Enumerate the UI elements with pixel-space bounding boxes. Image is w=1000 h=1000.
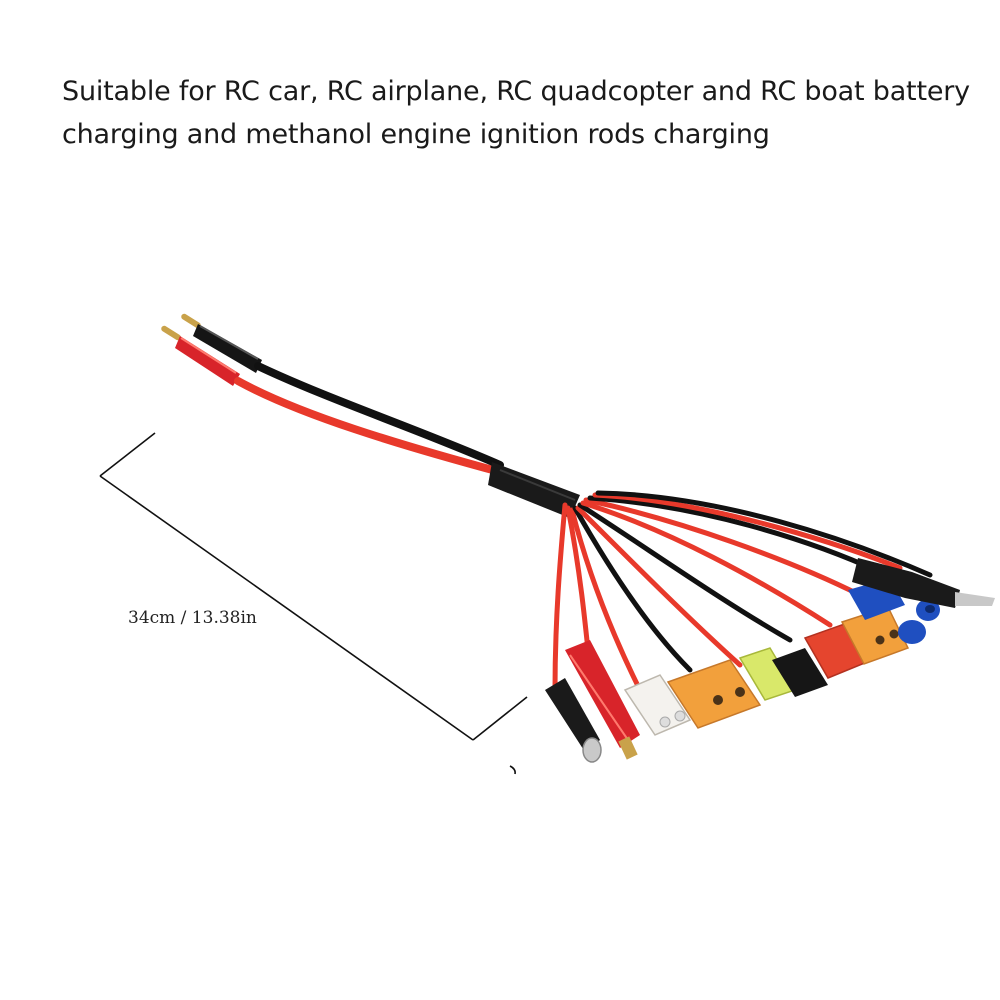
main-lead (234, 362, 504, 476)
red-alligator-clip (565, 640, 640, 760)
jst-connector (772, 648, 828, 697)
dimension-label: 34cm / 13.38in (128, 608, 257, 628)
black-alligator-clip (852, 558, 995, 608)
sleeve-highlight (499, 469, 576, 501)
headline-line-2: charging and methanol engine ignition ro… (62, 119, 770, 150)
banana-plug-red (161, 325, 240, 386)
dimension-bracket (99, 432, 528, 775)
junction-sleeve (488, 462, 580, 518)
banana-plug-black (181, 313, 262, 373)
fanout-wires (552, 490, 933, 693)
headline-text: Suitable for RC car, RC airplane, RC qua… (62, 70, 970, 156)
glow-plug-connector (545, 678, 602, 763)
tamiya-connector (623, 674, 692, 736)
xt60-connector (666, 659, 762, 729)
headline-line-1: Suitable for RC car, RC airplane, RC qua… (62, 76, 970, 107)
